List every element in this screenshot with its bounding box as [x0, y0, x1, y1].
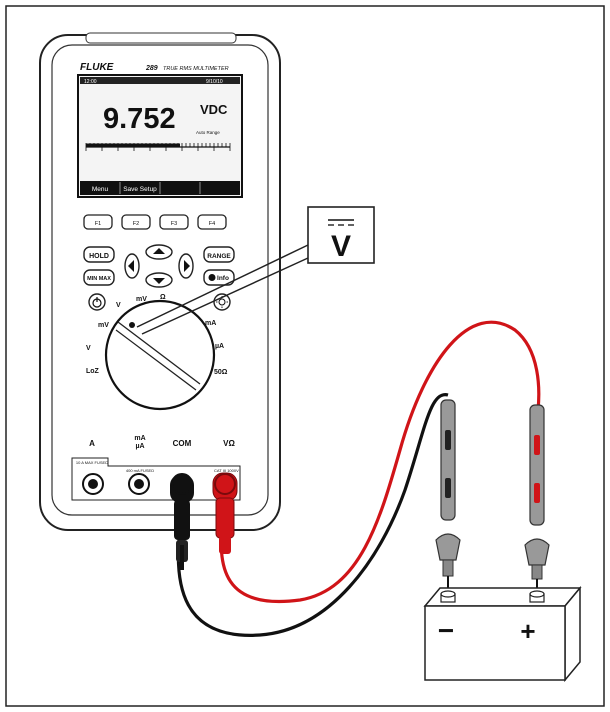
fuse-ma-label: 400 mA FUSED — [126, 468, 154, 473]
dial-label-mvdc: mV — [136, 296, 147, 303]
softkey-bar: Menu Save Setup — [92, 182, 201, 194]
arrow-left-icon — [128, 260, 134, 272]
range-label: Auto Range — [196, 130, 220, 135]
black-probe — [435, 399, 461, 596]
jack-label-v-ohm: VΩ — [223, 439, 235, 448]
black-lead-wire — [176, 393, 449, 637]
dial-label-ua: µA — [215, 343, 224, 350]
fuse-a-label: 10 A MAX FUSED — [76, 460, 108, 465]
test-leads — [170, 320, 550, 637]
arrow-up-icon — [153, 248, 165, 254]
power-button[interactable] — [88, 293, 106, 311]
red-lead-wire — [219, 320, 541, 603]
jack-v-ohm[interactable] — [214, 473, 236, 495]
minmax-label: MIN MAX — [87, 276, 111, 282]
dial-label-ohm: Ω — [160, 294, 166, 301]
function-key-3[interactable]: F3 — [159, 214, 189, 230]
dc-volts-callout: V — [136, 206, 375, 335]
hold-label: HOLD — [89, 253, 109, 260]
function-key-2[interactable]: F2 — [121, 214, 151, 230]
figure-frame — [5, 5, 605, 707]
dial-label-vac: V — [86, 345, 91, 352]
function-key-label: F2 — [133, 221, 139, 227]
dial-label-ma: mA — [205, 320, 216, 327]
arrow-down-icon — [153, 278, 165, 284]
softkey-1[interactable]: Menu — [92, 186, 109, 193]
dial-label-mvac: mV — [98, 322, 109, 329]
battery-pos-label: + — [520, 616, 535, 646]
jack-ma-ua[interactable] — [128, 473, 150, 495]
arrow-pad — [124, 244, 194, 288]
dial-label-50ohm: 50Ω — [214, 369, 228, 376]
info-button[interactable]: Info — [203, 269, 235, 286]
hold-button[interactable]: HOLD — [83, 246, 115, 263]
bargraph — [85, 143, 231, 151]
function-key-4[interactable]: F4 — [197, 214, 227, 230]
model-number: 289 — [145, 65, 158, 72]
arrow-right-icon — [184, 260, 190, 272]
softkey-2[interactable]: Save Setup — [123, 186, 157, 193]
battery-neg-terminal[interactable] — [440, 590, 456, 603]
status-left: 12:00 — [84, 79, 97, 85]
jack-a[interactable] — [82, 473, 104, 495]
range-button[interactable]: RANGE — [203, 246, 235, 263]
jack-com[interactable] — [171, 473, 193, 495]
model-subtitle: TRUE RMS MULTIMETER — [163, 66, 229, 72]
backlight-button[interactable] — [213, 293, 231, 311]
function-key-1[interactable]: F1 — [83, 214, 113, 230]
reading-unit: VDC — [200, 102, 228, 117]
function-keys: F1 F2 F3 F4 — [83, 214, 227, 230]
info-icon — [208, 274, 216, 281]
backlight-icon — [218, 298, 226, 306]
lcd-display: 12:00 9/10/10 9.752 VDC Auto Range Menu S… — [77, 74, 243, 198]
battery: − + — [423, 585, 582, 683]
jack-label-a: A — [89, 439, 95, 448]
dial-pointer — [129, 322, 135, 328]
battery-pos-terminal[interactable] — [529, 590, 545, 603]
cat-label: CAT III 1000V — [214, 468, 239, 473]
dial-label-vdc: V — [116, 302, 121, 309]
status-right: 9/10/10 — [206, 79, 223, 85]
red-probe — [524, 404, 550, 598]
info-label: Info — [217, 275, 229, 282]
minmax-button[interactable]: MIN MAX — [83, 269, 115, 286]
rotary-dial[interactable] — [104, 299, 216, 411]
range-label-btn: RANGE — [207, 253, 231, 260]
battery-neg-label: − — [438, 615, 454, 646]
brand-logo: FLUKE — [80, 62, 114, 73]
callout-box — [307, 206, 375, 264]
callout-symbol: V — [331, 230, 351, 263]
function-key-label: F1 — [95, 221, 101, 227]
function-key-label: F3 — [171, 221, 177, 227]
function-key-label: F4 — [209, 221, 215, 227]
multimeter: FLUKE 289 TRUE RMS MULTIMETER 12:00 9/10… — [39, 32, 281, 531]
reading-value: 9.752 — [103, 103, 176, 135]
dial-label-lowz: LoZ — [86, 368, 100, 375]
jack-label-com: COM — [173, 439, 192, 448]
